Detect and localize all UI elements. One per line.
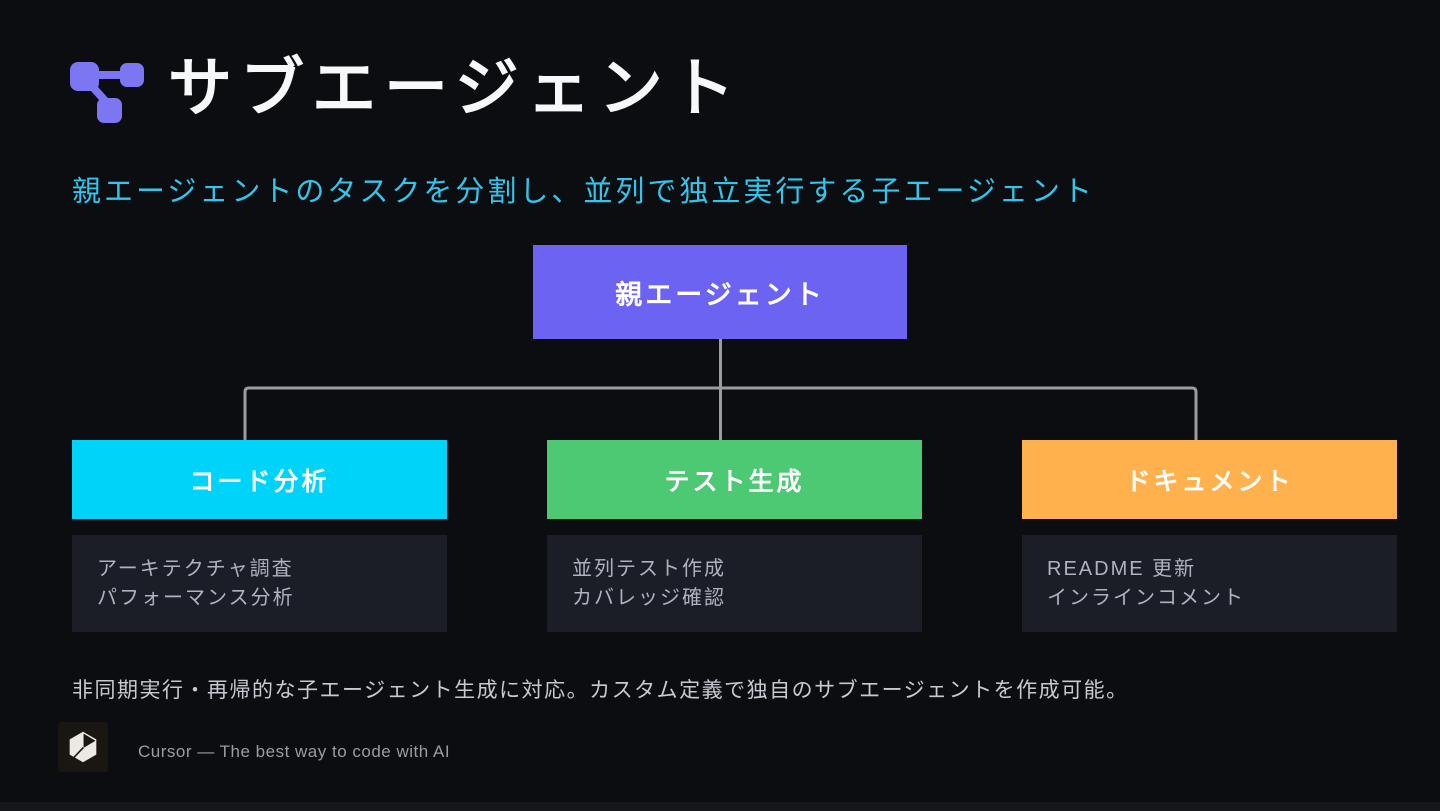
child-node-documentation: ドキュメント [1022,440,1397,519]
child-node-label: テスト生成 [664,467,805,496]
detail-line: README 更新 [1047,558,1197,580]
child-node-code-analysis: コード分析 [72,440,447,519]
bottom-edge-strip [0,802,1440,811]
detail-panel-documentation: README 更新 インラインコメント [1022,535,1397,632]
slide-subtitle: 親エージェントのタスクを分割し、並列で独立実行する子エージェント [72,176,1095,208]
child-node-label: ドキュメント [1125,467,1294,496]
cursor-cube-icon [69,731,97,763]
detail-panel-test-generation: 並列テスト作成 カバレッジ確認 [547,535,922,632]
detail-line: インラインコメント [1047,587,1245,609]
subagent-network-icon [70,62,144,123]
child-node-label: コード分析 [189,467,330,496]
detail-line: パフォーマンス分析 [97,587,295,609]
slide-note: 非同期実行・再帰的な子エージェント生成に対応。カスタム定義で独自のサブエージェン… [72,679,1129,702]
root-node-parent-agent: 親エージェント [533,245,907,339]
detail-line: 並列テスト作成 [572,558,726,580]
root-node-label: 親エージェント [615,279,825,310]
detail-line: カバレッジ確認 [572,587,726,609]
detail-line: アーキテクチャ調査 [97,558,294,580]
cursor-logo-tile [58,722,108,772]
page-title: サブエージェント [168,52,743,124]
child-node-test-generation: テスト生成 [547,440,922,519]
detail-panel-code-analysis: アーキテクチャ調査 パフォーマンス分析 [72,535,447,632]
footer-brand-text: Cursor — The best way to code with AI [138,742,451,761]
